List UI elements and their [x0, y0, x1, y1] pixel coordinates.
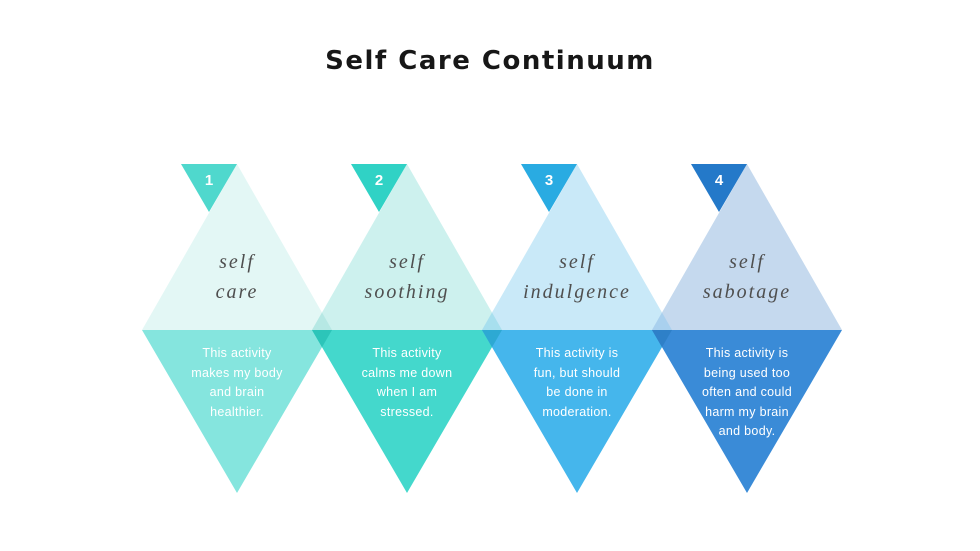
overlap-top-3-4 — [652, 312, 672, 330]
unit3-number: 3 — [544, 172, 554, 189]
overlap-top-1-2 — [312, 312, 332, 330]
unit3-label-line1: self — [559, 251, 595, 273]
unit3-label: self indulgence — [492, 247, 662, 307]
unit2-description: This activity calms me down when I am st… — [332, 344, 482, 422]
unit2-number-badge-triangle — [351, 164, 407, 212]
unit1-description: This activity makes my body and brain he… — [162, 344, 312, 422]
unit2-number: 2 — [374, 172, 384, 189]
unit1-number: 1 — [204, 172, 214, 189]
unit2-desc-line3: when I am — [376, 385, 438, 399]
overlap-top-2-3 — [482, 312, 502, 330]
unit3-desc-line3: be done in — [546, 385, 608, 399]
unit3-top-triangle — [482, 164, 672, 330]
unit4-desc-line4: harm my brain — [705, 404, 789, 419]
overlap-bottom-1-2 — [312, 330, 332, 348]
unit4-description: This activity is being used too often an… — [672, 344, 822, 442]
unit4-label-line2: sabotage — [702, 281, 792, 303]
unit1-desc-line1: This activity — [202, 346, 272, 360]
unit3-description: This activity is fun, but should be done… — [502, 344, 652, 422]
unit2-desc-line1: This activity — [372, 346, 442, 360]
unit4-bottom-triangle — [652, 330, 842, 493]
unit2-desc-line4: stressed. — [380, 404, 434, 419]
unit4-desc-line2: being used too — [703, 365, 791, 380]
unit1-label-line2: care — [215, 281, 259, 303]
unit4-desc-line5: and body. — [718, 424, 776, 438]
unit1-bottom-triangle — [142, 330, 332, 493]
unit1-number-badge-triangle — [181, 164, 237, 212]
unit4-number: 4 — [714, 172, 724, 189]
unit4-desc-line1: This activity is — [705, 346, 789, 360]
unit1-top-triangle — [142, 164, 332, 330]
unit2-top-triangle — [312, 164, 502, 330]
unit2-label: self soothing — [322, 247, 492, 307]
unit2-label-line1: self — [389, 251, 425, 273]
unit4-label-line1: self — [729, 251, 765, 273]
unit3-desc-line2: fun, but should — [533, 365, 621, 380]
unit1-desc-line4: healthier. — [210, 404, 264, 419]
unit1-desc-line2: makes my body — [191, 365, 283, 380]
page-title: Self Care Continuum — [325, 46, 655, 76]
unit1-label: self care — [152, 247, 322, 307]
unit3-bottom-triangle — [482, 330, 672, 493]
unit2-bottom-triangle — [312, 330, 502, 493]
unit3-number-badge-triangle — [521, 164, 577, 212]
unit3-desc-line4: moderation. — [542, 404, 612, 419]
unit3-label-line2: indulgence — [523, 281, 631, 303]
overlap-bottom-3-4 — [652, 330, 672, 348]
unit3-desc-line1: This activity is — [535, 346, 619, 360]
unit4-label: self sabotage — [662, 247, 832, 307]
unit2-desc-line2: calms me down — [361, 365, 453, 380]
unit4-number-badge-triangle — [691, 164, 747, 212]
unit1-label-line1: self — [219, 251, 255, 273]
unit1-desc-line3: and brain — [209, 385, 265, 399]
overlap-bottom-2-3 — [482, 330, 502, 348]
unit2-label-line2: soothing — [364, 281, 450, 303]
unit4-top-triangle — [652, 164, 842, 330]
unit4-desc-line3: often and could — [702, 385, 792, 399]
